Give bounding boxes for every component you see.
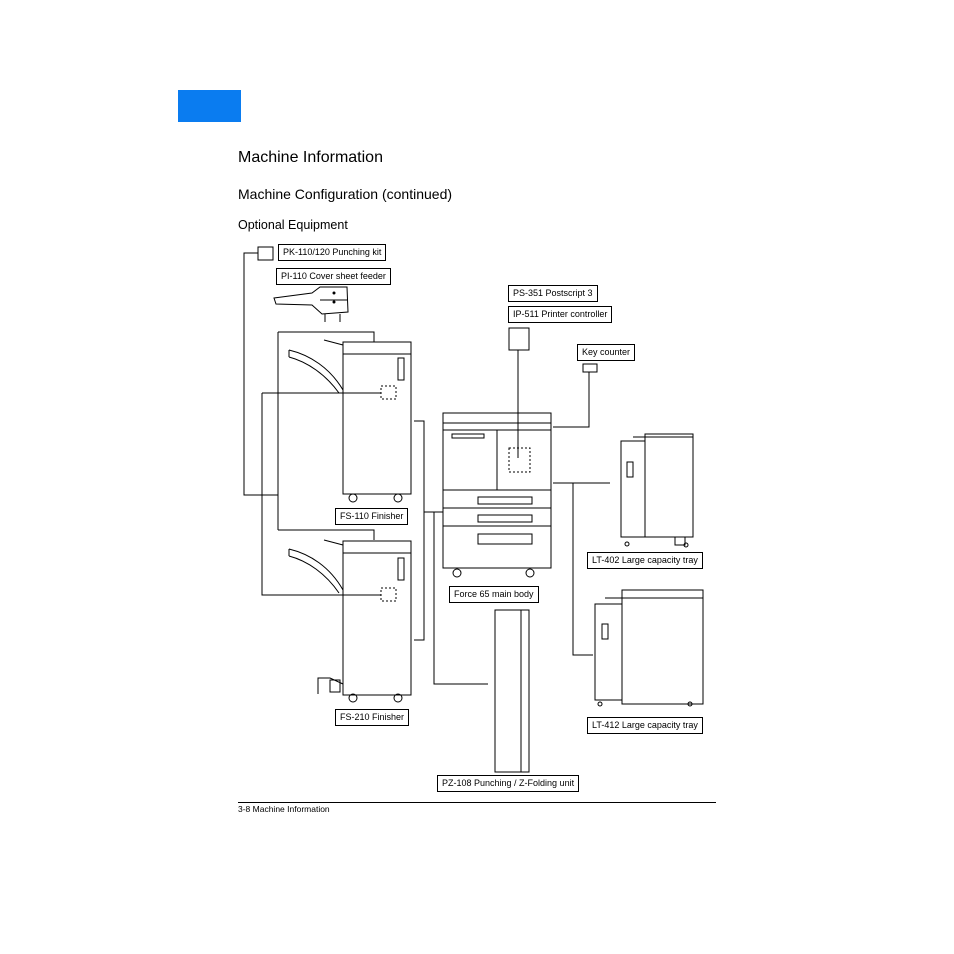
connector-lines (243, 252, 610, 685)
footer-rule (238, 802, 716, 803)
pz108-unit-drawing (494, 609, 530, 773)
page-title: Machine Information (238, 149, 383, 166)
label-key-counter: Key counter (577, 344, 636, 361)
main-body-drawing (442, 412, 552, 578)
label-ip511: IP-511 Printer controller (508, 306, 613, 323)
label-fs210: FS-210 Finisher (335, 709, 410, 726)
cover-sheet-feeder-drawing (273, 286, 349, 322)
section-heading: Optional Equipment (238, 218, 348, 232)
label-lt412: LT-412 Large capacity tray (587, 717, 703, 734)
key-counter-icon (582, 363, 598, 373)
fs110-finisher-drawing (288, 339, 412, 503)
printer-controller-icon (508, 327, 530, 351)
label-pi110: PI-110 Cover sheet feeder (276, 268, 391, 285)
lt412-tray-drawing (594, 589, 704, 707)
label-pk110: PK-110/120 Punching kit (278, 244, 387, 261)
label-ps351: PS-351 Postscript 3 (508, 285, 598, 302)
label-pz108: PZ-108 Punching / Z-Folding unit (437, 775, 580, 792)
lt402-tray-drawing (620, 433, 694, 548)
page-subtitle: Machine Configuration (continued) (238, 186, 453, 202)
chapter-tab-block (178, 90, 241, 122)
punching-kit-icon (257, 246, 274, 261)
label-main-body: Force 65 main body (449, 586, 539, 603)
fs210-finisher-drawing (288, 539, 412, 703)
page-footer: 3-8 Machine Information (238, 804, 330, 814)
label-lt402: LT-402 Large capacity tray (587, 552, 703, 569)
label-fs110: FS-110 Finisher (335, 508, 409, 525)
